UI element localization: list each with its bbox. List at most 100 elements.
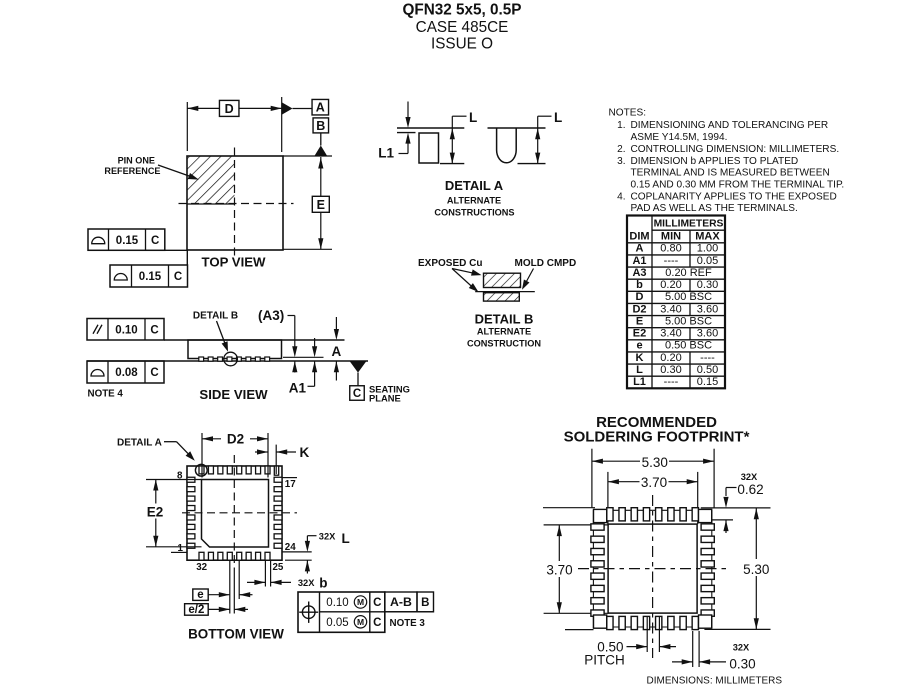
detail-a-title: DETAIL A [445, 178, 504, 193]
side-view-terminal-8 [264, 356, 271, 362]
table-dim-L1: L1 [633, 376, 646, 388]
bottom-view-pad-top-2 [207, 465, 215, 475]
table-max-b: 0.30 [697, 279, 718, 291]
side-view-a-arrow-down-icon [333, 329, 339, 340]
footprint-370left-mask [544, 561, 575, 577]
detail-a-l1-arrow-up-icon [405, 132, 411, 144]
bottom-view-pad-top-4 [226, 465, 233, 475]
table-min-L1: ---- [664, 376, 679, 388]
footprint-pad-bottom-3 [630, 615, 639, 631]
top-view-fcf-side-symbol-profile-icon [113, 272, 128, 281]
footprint-qty-030: 32X [733, 643, 750, 653]
table-span-E: 5.00 BSC [665, 315, 712, 327]
footprint-pad-bottom-4 [642, 615, 651, 631]
bottom-view-dim-k: K [300, 445, 310, 460]
side-view-a1-arrow-up-icon [312, 361, 318, 373]
detail-b-subtitle-1: ALTERNATE [477, 327, 531, 337]
table-max-K: ---- [700, 352, 715, 364]
table-min-E2: 3.40 [660, 328, 681, 340]
footprint-pad-bottom-6 [667, 615, 675, 631]
pin-label-17: 17 [285, 479, 296, 490]
note-number-3: 3. [617, 156, 625, 167]
side-view-a1-arrow-down-icon [312, 346, 318, 358]
soldering-footprint: RECOMMENDED SOLDERING FOOTPRINT* 5.30 3.… [543, 414, 774, 672]
bottom-view-pad-right-3 [273, 495, 283, 502]
table-min-A: 0.80 [660, 243, 681, 255]
top-view-dim-d-arrow-right-icon [270, 105, 282, 111]
detail-a: L1 L L DETAIL A ALTERNATE CONSTRUCTIONS [378, 101, 562, 218]
top-view-fcf-top-tolerance: 0.15 [116, 235, 139, 247]
footprint-pad-right-2 [700, 535, 715, 544]
side-view-detail-b-callout: DETAIL B [193, 311, 238, 322]
detail-a-subtitle-1: ALTERNATE [447, 196, 501, 206]
footprint-pad-right-5 [700, 572, 715, 581]
bottom-view-pad-bottom-6 [245, 551, 252, 561]
table-min-b: 0.20 [660, 279, 681, 291]
pin-label-25: 25 [272, 562, 283, 573]
bottom-view-pad-bottom-4 [226, 551, 233, 561]
table-dim-b: b [636, 279, 643, 291]
bottom-view-pad-right-8 [273, 542, 283, 549]
position-row2-tolerance: 0.05 [326, 617, 348, 629]
footprint-370top-arrow-left-icon [607, 479, 619, 485]
note-line-2: CONTROLLING DIMENSION: MILLIMETERS. [631, 144, 840, 155]
side-view-terminal-6 [245, 356, 252, 362]
bottom-view-pad-bottom-5 [236, 551, 243, 561]
footprint-pad-top-7 [679, 507, 687, 522]
bottom-view-pad-left-6 [186, 523, 196, 531]
pin-one-reference-label-1: PIN ONE [118, 156, 155, 166]
note-line-3: DIMENSION b APPLIES TO PLATED [631, 156, 799, 167]
table-outer-border [625, 214, 727, 390]
footprint-370left-arrow-down-icon [556, 602, 562, 614]
side-view-fcf-parallelism-box [86, 317, 165, 341]
bottom-view-l-arrow-down-icon [304, 540, 310, 552]
footprint-pitch-value: 0.50 [597, 640, 623, 655]
table-min-L: 0.30 [660, 364, 681, 376]
table-dim-A1: A1 [632, 255, 646, 267]
bottom-view-pad-bottom-2 [207, 551, 215, 561]
table-dim-D2: D2 [632, 303, 646, 315]
note-line-0: DIMENSIONING AND TOLERANCING PER [631, 120, 829, 131]
position-row1-tolerance: 0.10 [326, 597, 348, 609]
dimensions-note: DIMENSIONS: MILLIMETERS [647, 676, 783, 686]
bottom-view-qty-b: 32X [298, 578, 315, 588]
position-frame-b-box [416, 591, 435, 613]
bottom-view-dim-e2: E2 [147, 504, 164, 519]
notes: NOTES: 1. DIMENSIONING AND TOLERANCING P… [609, 108, 845, 215]
doc-issue: ISSUE O [431, 36, 493, 53]
position-row2-note3: NOTE 3 [390, 618, 426, 629]
top-view-fcf-top-datum: C [151, 235, 159, 247]
footprint-pad-top-1 [606, 507, 614, 522]
footprint-pad-top-5 [654, 507, 663, 522]
top-view-dim-e-arrow-down-icon [318, 238, 324, 250]
footprint-530right-mask [739, 559, 774, 576]
table-max-E2: 3.60 [697, 328, 718, 340]
bottom-view-pad-left-4 [186, 504, 196, 512]
footprint-title-1: RECOMMENDED [596, 414, 717, 431]
table-dim-K: K [636, 352, 644, 364]
footprint-062-arrow-down-icon [723, 496, 729, 508]
side-view-terminal-3 [217, 356, 224, 362]
table-dim-E2: E2 [633, 328, 646, 340]
footprint-pad-bottom-2 [618, 615, 626, 631]
table-col-min: MIN [661, 231, 681, 243]
footprint-pad-top-4 [642, 507, 651, 522]
footprint-pad-top-3 [630, 507, 639, 522]
bottom-view-pad-right-7 [273, 533, 283, 540]
detail-b: EXPOSED Cu MOLD CMPD DETAIL B ALTERNATE … [418, 258, 576, 349]
side-view-terminal-2 [207, 356, 214, 362]
bottom-view-e2half-arrow-right-icon [218, 606, 230, 612]
side-view-a3-arrow-up-icon [292, 361, 298, 373]
bottom-view-dim-e2-arrow-up-icon [153, 479, 159, 491]
table-dim-L: L [636, 364, 643, 376]
detail-b-lower-block [482, 292, 520, 302]
side-view-datum-c-box [349, 385, 365, 401]
footprint-corner-pad-br [697, 614, 713, 629]
footprint-pad-top-8 [691, 507, 700, 522]
position-row1-datum-b: B [421, 597, 429, 609]
table-title-millimeters: MILLIMETERS [654, 219, 724, 230]
note-number-0: 1. [617, 120, 625, 131]
table-max-A1: 0.05 [697, 255, 718, 267]
side-view-fcf-parallelism-symbol-parallel-icon-2 [96, 324, 103, 335]
